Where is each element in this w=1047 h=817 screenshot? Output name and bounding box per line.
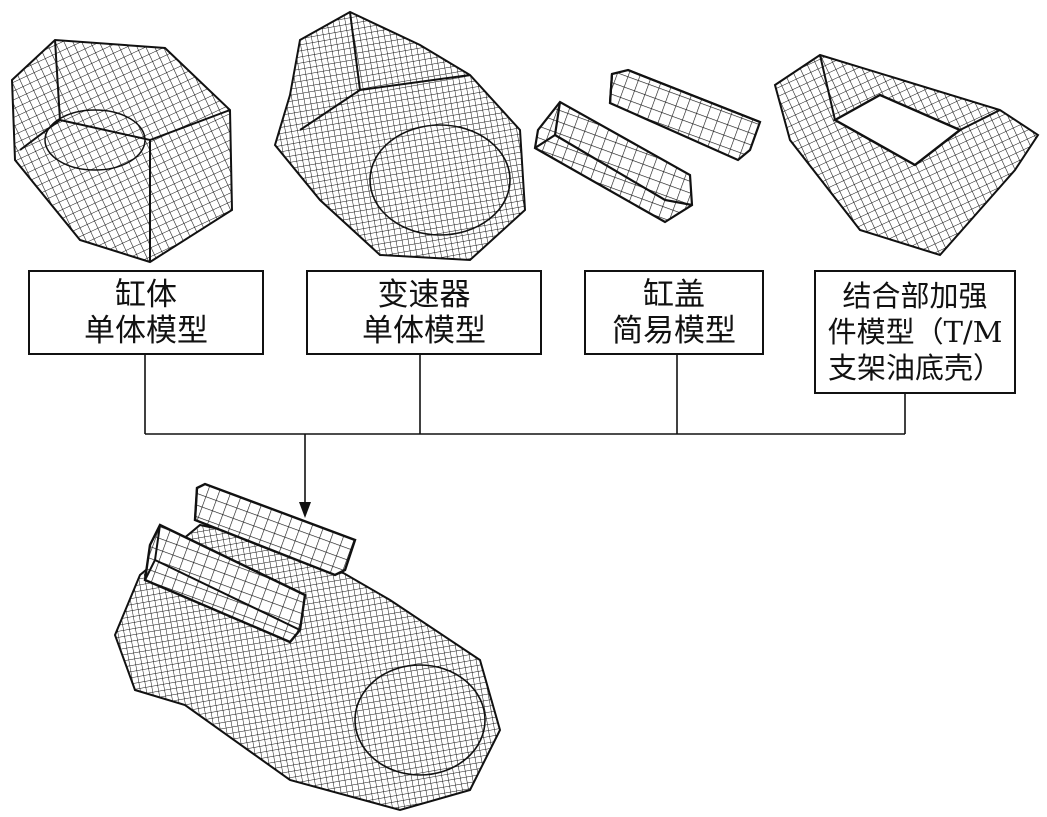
label-line: 单体模型 [84, 312, 208, 349]
assembled-model-mesh [113, 482, 502, 812]
label-line: 单体模型 [362, 312, 486, 349]
label-cylinder-block: 缸体 单体模型 [28, 270, 264, 355]
cylinder-cover-mesh [533, 68, 762, 224]
label-line: 简易模型 [612, 312, 736, 349]
label-line: 结合部加强 [842, 279, 988, 313]
label-line: 支架油底壳） [827, 351, 1002, 385]
label-line: 缸体 [115, 276, 177, 313]
label-cylinder-cover: 缸盖 简易模型 [584, 270, 764, 355]
cylinder-block-mesh [10, 38, 234, 264]
label-line: 缸盖 [643, 276, 705, 313]
label-line: 件模型（T/M [827, 315, 1003, 349]
label-joint-reinforcement: 结合部加强 件模型（T/M 支架油底壳） [814, 270, 1016, 394]
arrow-head [299, 502, 311, 518]
connector-lines [144, 353, 906, 512]
transmission-mesh [273, 10, 527, 262]
oil-pan-mesh [773, 53, 1040, 257]
label-line: 变速器 [377, 276, 471, 313]
label-transmission: 变速器 单体模型 [306, 270, 542, 355]
